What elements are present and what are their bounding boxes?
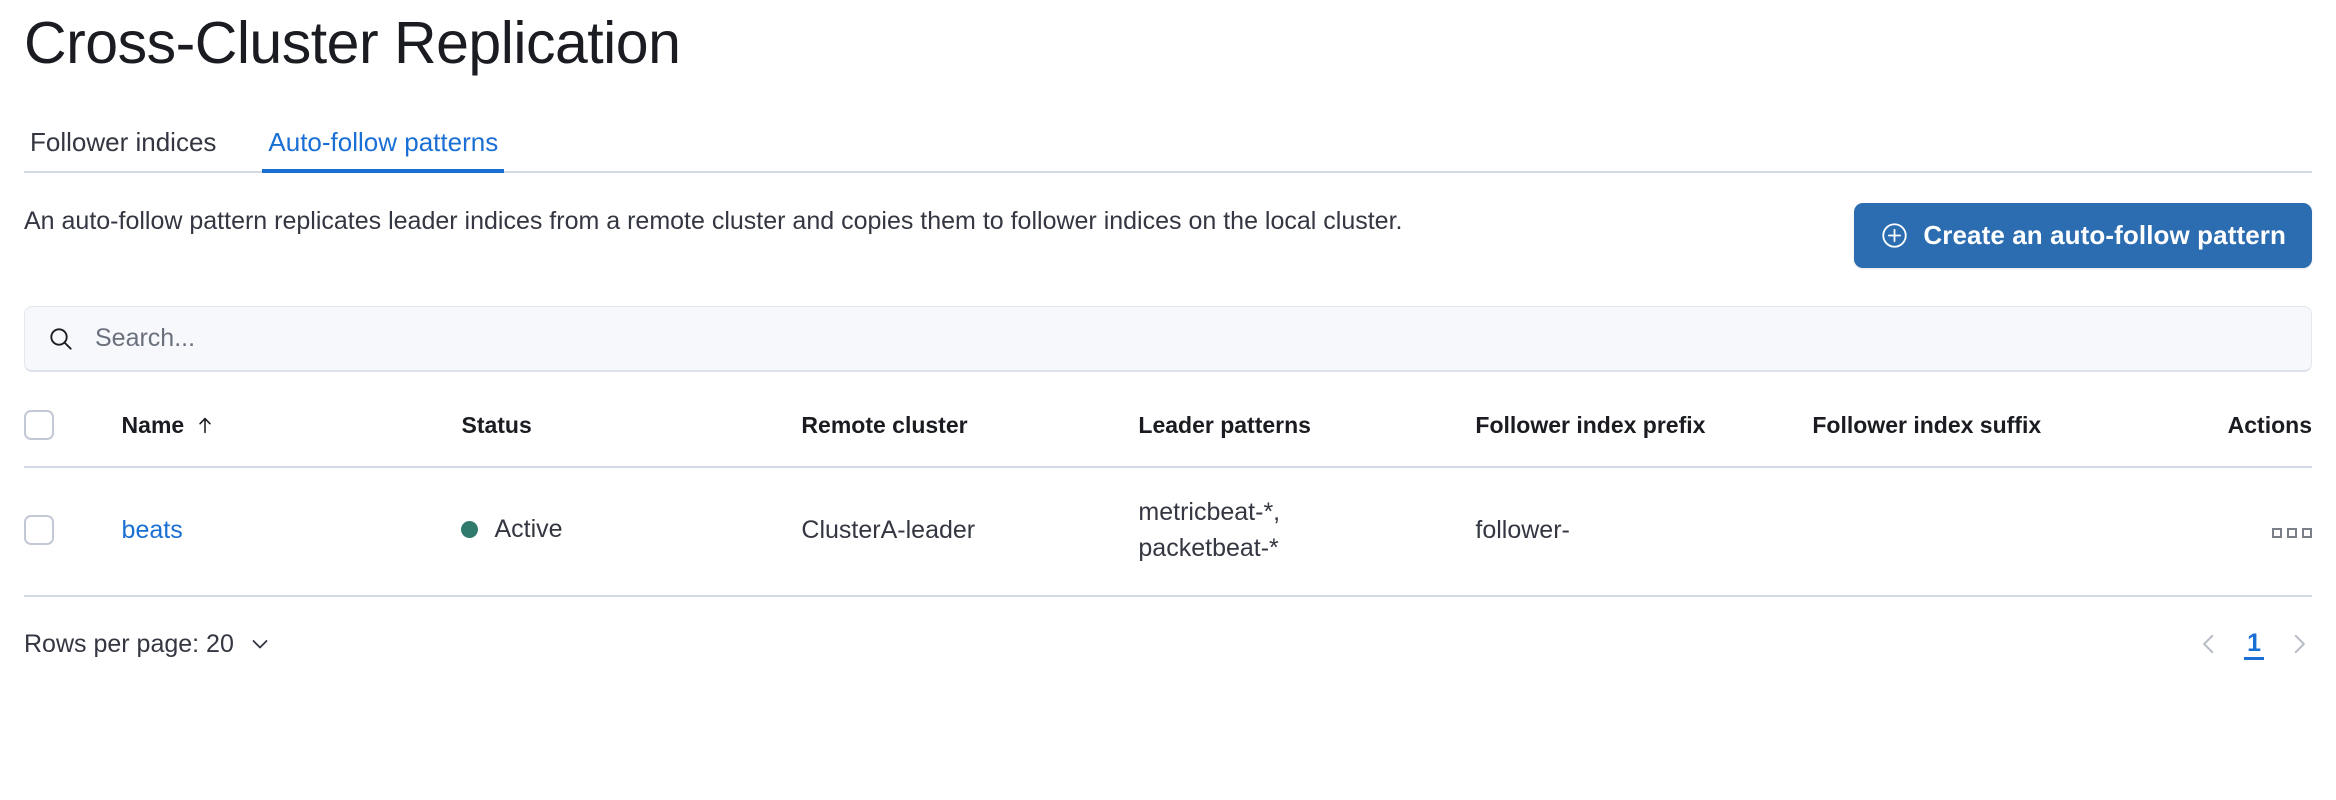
cell-remote-cluster: ClusterA-leader xyxy=(801,467,1139,597)
column-header-name[interactable]: Name xyxy=(121,400,462,468)
cell-follower-index-prefix: follower- xyxy=(1475,467,1813,597)
cell-name: beats xyxy=(121,467,462,597)
rows-per-page-label: Rows per page: 20 xyxy=(24,629,234,658)
column-header-follower-index-prefix[interactable]: Follower index prefix xyxy=(1475,400,1813,468)
pagination-page-1[interactable]: 1 xyxy=(2244,629,2264,661)
table-body: beats Active ClusterA-leader metricbeat-… xyxy=(24,467,2312,597)
status-dot-icon xyxy=(461,521,479,539)
chevron-left-icon[interactable] xyxy=(2196,631,2222,657)
table-header: Name Status Remote cluster Leader patter… xyxy=(24,400,2312,468)
sort-ascending-arrow-icon xyxy=(199,417,211,434)
select-all-header xyxy=(24,400,122,468)
chevron-right-icon[interactable] xyxy=(2286,631,2312,657)
tab-auto-follow-patterns[interactable]: Auto-follow patterns xyxy=(262,129,505,173)
select-all-checkbox[interactable] xyxy=(24,410,54,440)
tab-follower-indices[interactable]: Follower indices xyxy=(30,127,217,157)
table-footer: Rows per page: 20 1 xyxy=(24,629,2312,661)
row-actions-button[interactable] xyxy=(2272,527,2312,538)
plus-in-circle-icon xyxy=(1882,223,1908,248)
search-bar[interactable] xyxy=(24,306,2312,372)
column-header-actions: Actions xyxy=(2149,400,2312,468)
intro-section: An auto-follow pattern replicates leader… xyxy=(24,203,2312,268)
column-header-leader-patterns[interactable]: Leader patterns xyxy=(1138,400,1476,468)
row-select-cell xyxy=(24,467,122,597)
boxes-horizontal-icon xyxy=(2272,527,2282,538)
boxes-horizontal-icon xyxy=(2302,527,2312,538)
status-label: Active xyxy=(494,515,563,544)
pattern-name-link[interactable]: beats xyxy=(121,515,183,544)
search-input[interactable] xyxy=(93,307,2289,370)
column-header-name-label: Name xyxy=(121,411,185,438)
intro-description: An auto-follow pattern replicates leader… xyxy=(24,207,1403,235)
boxes-horizontal-icon xyxy=(2287,527,2297,538)
table-row: beats Active ClusterA-leader metricbeat-… xyxy=(24,467,2312,597)
page-title: Cross-Cluster Replication xyxy=(24,10,681,76)
rows-per-page-selector[interactable]: Rows per page: 20 xyxy=(24,630,272,659)
create-button-label: Create an auto-follow pattern xyxy=(1923,220,2286,250)
cell-actions xyxy=(2149,467,2312,597)
column-header-follower-index-suffix[interactable]: Follower index suffix xyxy=(1812,400,2150,468)
search-icon xyxy=(50,327,72,350)
column-header-status[interactable]: Status xyxy=(461,400,802,468)
chevron-down-icon xyxy=(252,640,268,649)
pagination: 1 xyxy=(2196,629,2312,661)
row-checkbox[interactable] xyxy=(24,515,54,546)
column-header-remote-cluster[interactable]: Remote cluster xyxy=(801,400,1139,468)
create-auto-follow-pattern-button[interactable]: Create an auto-follow pattern xyxy=(1854,203,2312,268)
table-header-row: Name Status Remote cluster Leader patter… xyxy=(24,400,2312,468)
cell-status: Active xyxy=(461,467,802,597)
tab-bar: Follower indices Auto-follow patterns xyxy=(24,115,2312,173)
cell-leader-patterns: metricbeat-*, packetbeat-* xyxy=(1138,467,1476,597)
auto-follow-patterns-table: Name Status Remote cluster Leader patter… xyxy=(24,400,2312,597)
cell-follower-index-suffix xyxy=(1812,467,2150,597)
